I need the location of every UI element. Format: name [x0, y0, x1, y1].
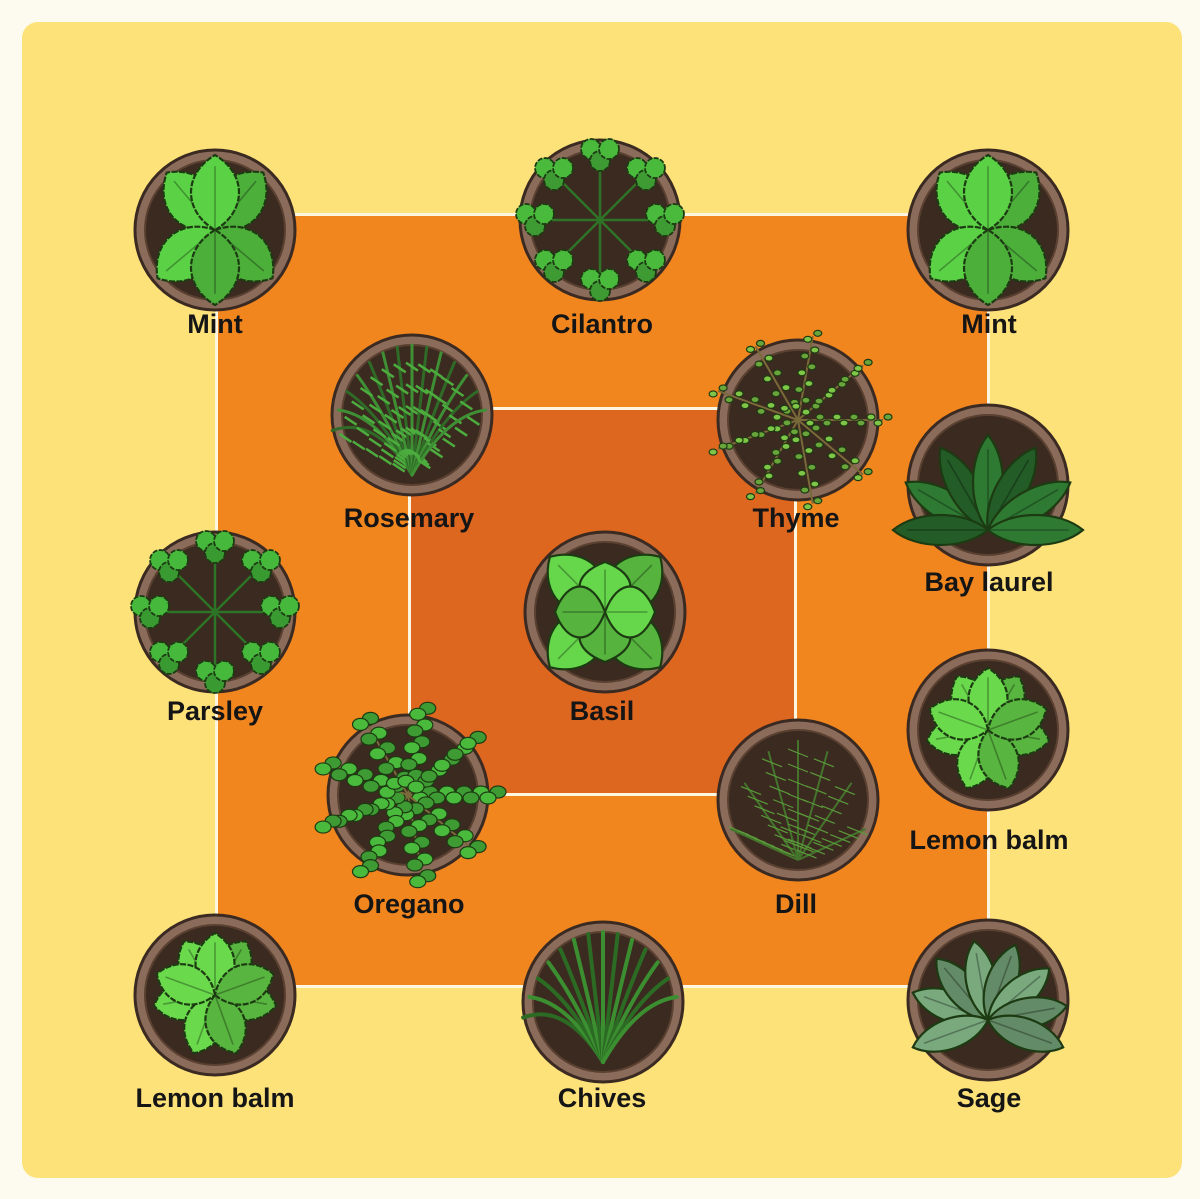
rosemary-label: Rosemary	[343, 503, 475, 533]
basil-label: Basil	[569, 696, 635, 726]
bay-laurel-plant-icon	[891, 403, 1085, 567]
thyme-label: Thyme	[752, 503, 840, 533]
bay-laurel-pot	[891, 395, 1085, 580]
dill-pot	[708, 710, 888, 895]
lemon-balm-bottom-left-label: Lemon balm	[135, 1083, 295, 1113]
lemon-balm-bottom-left-pot	[125, 905, 305, 1090]
mint-top-left-label: Mint	[187, 309, 243, 339]
oregano-plant-icon	[314, 701, 507, 889]
parsley-plant-icon	[130, 530, 300, 694]
rosemary-plant-icon	[330, 333, 494, 497]
lemon-balm-right-pot	[898, 640, 1078, 825]
basil-pot	[515, 522, 695, 707]
mint-top-right-pot	[898, 140, 1078, 325]
parsley-label: Parsley	[166, 696, 264, 726]
oregano-pot	[314, 701, 507, 890]
mint-top-left-pot	[125, 140, 305, 325]
mint-plant-icon	[906, 148, 1070, 312]
bay-laurel-label: Bay laurel	[924, 567, 1054, 597]
cilantro-plant-icon	[515, 138, 685, 302]
cilantro-pot	[510, 130, 690, 315]
cilantro-label: Cilantro	[550, 309, 654, 339]
lemon-balm-plant-icon	[133, 913, 297, 1077]
chives-pot	[513, 912, 693, 1097]
basil-plant-icon	[523, 530, 687, 694]
oregano-label: Oregano	[353, 889, 465, 919]
sage-pot	[898, 910, 1078, 1095]
lemon-balm-plant-icon	[906, 648, 1070, 812]
sage-label: Sage	[956, 1083, 1022, 1113]
rosemary-pot	[322, 325, 502, 510]
chives-plant-icon	[521, 920, 685, 1084]
dill-plant-icon	[716, 718, 880, 882]
dill-label: Dill	[774, 889, 818, 919]
lemon-balm-right-label: Lemon balm	[909, 825, 1069, 855]
sage-plant-icon	[906, 918, 1070, 1082]
mint-top-right-label: Mint	[961, 309, 1017, 339]
mint-plant-icon	[133, 148, 297, 312]
parsley-pot	[125, 522, 305, 707]
thyme-plant-icon	[708, 329, 893, 511]
thyme-pot	[708, 329, 893, 515]
chives-label: Chives	[557, 1083, 647, 1113]
